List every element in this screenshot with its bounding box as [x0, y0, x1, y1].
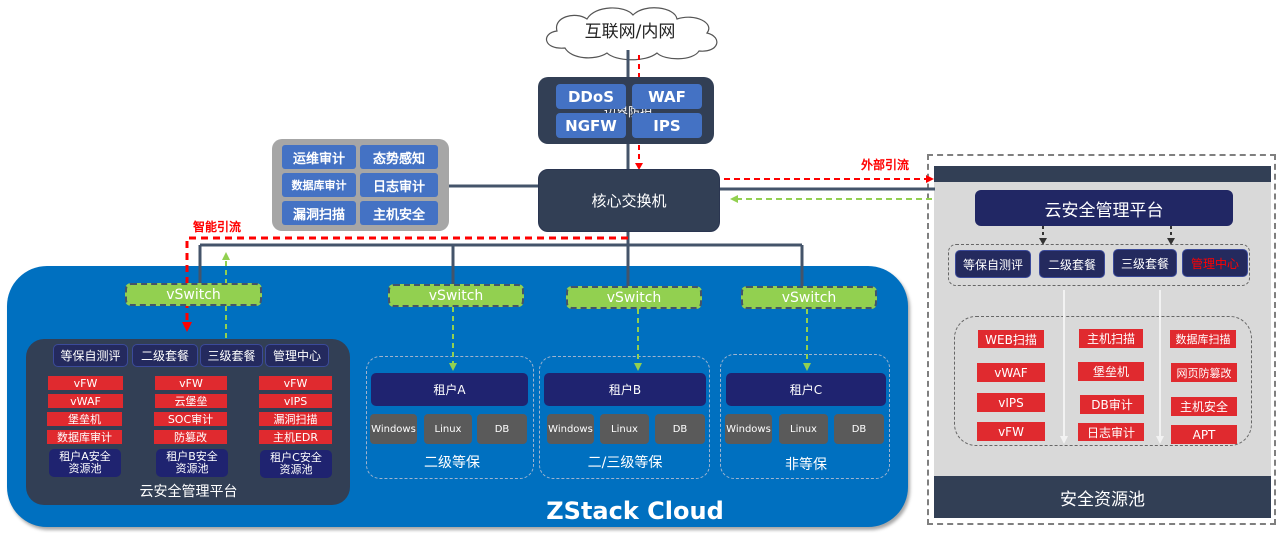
- vm-windows[interactable]: Windows: [725, 414, 772, 444]
- vm-windows[interactable]: Windows: [370, 414, 417, 444]
- tenant-a-service[interactable]: 数据库审计: [47, 430, 122, 444]
- pool-service[interactable]: 主机扫描: [1079, 329, 1143, 348]
- cloud-icon: [546, 7, 718, 61]
- tab-compliance-selftest[interactable]: 等保自测评: [53, 344, 128, 367]
- tenant-c-service[interactable]: 主机EDR: [259, 430, 332, 444]
- service-vuln-scan[interactable]: 漏洞扫描: [282, 201, 356, 225]
- tenant-c-resource-pool[interactable]: 租户C安全资源池: [260, 450, 332, 478]
- arrowhead: [730, 195, 738, 203]
- vswitch-tenant-a[interactable]: vSwitch: [388, 284, 524, 307]
- vswitch-platform[interactable]: vSwitch: [125, 283, 262, 306]
- tenant-b-service[interactable]: vFW: [155, 376, 227, 390]
- tenant-b-compliance-level: 二/三级等保: [587, 455, 663, 471]
- service-db-audit[interactable]: 数据库审计: [282, 173, 356, 197]
- tenant-c-label[interactable]: 租户C: [726, 373, 886, 406]
- security-services-panel: 运维审计 态势感知 数据库审计 日志审计 漏洞扫描 主机安全: [272, 139, 449, 231]
- pool-tab-compliance-selftest[interactable]: 等保自测评: [955, 250, 1031, 278]
- tenant-a-service[interactable]: vWAF: [48, 394, 123, 408]
- tab-level3-package[interactable]: 三级套餐: [200, 344, 263, 367]
- perimeter-defense-box: 边界防护 DDoS WAF NGFW IPS: [538, 77, 714, 144]
- pool-tabs-group: [948, 244, 1250, 286]
- pool-service[interactable]: vFW: [977, 422, 1045, 441]
- service-host-security[interactable]: 主机安全: [360, 201, 438, 225]
- tenant-group-a: 租户A Windows Linux DB 二级等保: [366, 356, 534, 479]
- vm-db[interactable]: DB: [834, 414, 884, 444]
- internet-label: 互联网/内网: [584, 21, 676, 42]
- tenant-a-resource-pool[interactable]: 租户A安全资源池: [49, 449, 121, 477]
- vm-linux[interactable]: Linux: [600, 414, 649, 444]
- tenant-security-platform: 等保自测评 二级套餐 三级套餐 管理中心 vFW vWAF 堡垒机 数据库审计 …: [26, 339, 350, 505]
- security-pool-outer: [927, 154, 1276, 525]
- tenant-c-service[interactable]: vIPS: [259, 394, 332, 408]
- waf-button[interactable]: WAF: [632, 84, 702, 109]
- service-situation-awareness[interactable]: 态势感知: [360, 145, 438, 169]
- tenant-group-b: 租户B Windows Linux DB 二/三级等保: [539, 356, 710, 479]
- pool-service[interactable]: 网页防篡改: [1171, 363, 1237, 382]
- pool-service[interactable]: 主机安全: [1171, 397, 1237, 416]
- pool-service[interactable]: 数据库扫描: [1170, 330, 1236, 348]
- pool-services-group: [954, 316, 1252, 446]
- tenant-a-service[interactable]: vFW: [48, 376, 123, 390]
- service-ops-audit[interactable]: 运维审计: [282, 145, 356, 169]
- tenant-c-service[interactable]: vFW: [259, 376, 332, 390]
- tenant-b-resource-pool[interactable]: 租户B安全资源池: [156, 449, 228, 477]
- smart-flow-label: 智能引流: [193, 220, 242, 234]
- tenant-b-label[interactable]: 租户B: [544, 373, 706, 406]
- pool-tab-level2-package[interactable]: 二级套餐: [1039, 250, 1105, 278]
- pool-tab-level3-package[interactable]: 三级套餐: [1113, 249, 1177, 277]
- tenant-group-c: 租户C Windows Linux DB 非等保: [720, 354, 890, 479]
- vswitch-tenant-c[interactable]: vSwitch: [741, 286, 877, 309]
- pool-platform-title[interactable]: 云安全管理平台: [975, 190, 1233, 226]
- security-pool-panel: 云安全管理平台 等保自测评 二级套餐 三级套餐 管理中心 WEB扫描 vWAF …: [934, 166, 1271, 518]
- vm-db[interactable]: DB: [655, 414, 705, 444]
- external-flow-label: 外部引流: [861, 158, 910, 172]
- tenant-c-compliance-level: 非等保: [785, 457, 827, 473]
- tenant-a-label[interactable]: 租户A: [371, 373, 528, 406]
- pool-service[interactable]: 堡垒机: [1078, 362, 1144, 381]
- ips-button[interactable]: IPS: [632, 113, 702, 138]
- core-switch[interactable]: 核心交换机: [538, 169, 720, 232]
- vm-linux[interactable]: Linux: [424, 414, 472, 444]
- vm-linux[interactable]: Linux: [779, 414, 828, 444]
- tab-level2-package[interactable]: 二级套餐: [132, 344, 198, 367]
- tenant-b-service[interactable]: 防篡改: [154, 430, 227, 444]
- arrowhead: [222, 252, 230, 260]
- security-pool-footer: 安全资源池: [934, 476, 1271, 518]
- pool-service[interactable]: vIPS: [977, 393, 1045, 412]
- tenant-a-compliance-level: 二级等保: [424, 455, 480, 471]
- pool-tab-management-center[interactable]: 管理中心: [1182, 249, 1248, 277]
- security-pool-header-bar: [934, 166, 1271, 182]
- pool-service[interactable]: 日志审计: [1078, 423, 1144, 441]
- service-log-audit[interactable]: 日志审计: [360, 173, 438, 197]
- tab-management-center[interactable]: 管理中心: [265, 344, 329, 367]
- tenant-a-service[interactable]: 堡垒机: [47, 412, 122, 426]
- tenant-b-service[interactable]: 云堡垒: [155, 394, 227, 408]
- pool-service[interactable]: APT: [1171, 425, 1237, 444]
- zstack-cloud-title: ZStack Cloud: [546, 497, 724, 525]
- vswitch-tenant-b[interactable]: vSwitch: [566, 286, 702, 309]
- pool-service[interactable]: DB审计: [1080, 395, 1144, 414]
- ddos-button[interactable]: DDoS: [556, 84, 626, 109]
- vm-windows[interactable]: Windows: [547, 414, 594, 444]
- tenant-c-service[interactable]: 漏洞扫描: [259, 412, 332, 426]
- tenant-b-service[interactable]: SOC审计: [154, 412, 227, 426]
- vm-db[interactable]: DB: [477, 414, 527, 444]
- pool-service[interactable]: WEB扫描: [978, 330, 1044, 348]
- ngfw-button[interactable]: NGFW: [556, 113, 626, 138]
- pool-service[interactable]: vWAF: [977, 363, 1045, 382]
- tenant-platform-title: 云安全管理平台: [139, 484, 238, 500]
